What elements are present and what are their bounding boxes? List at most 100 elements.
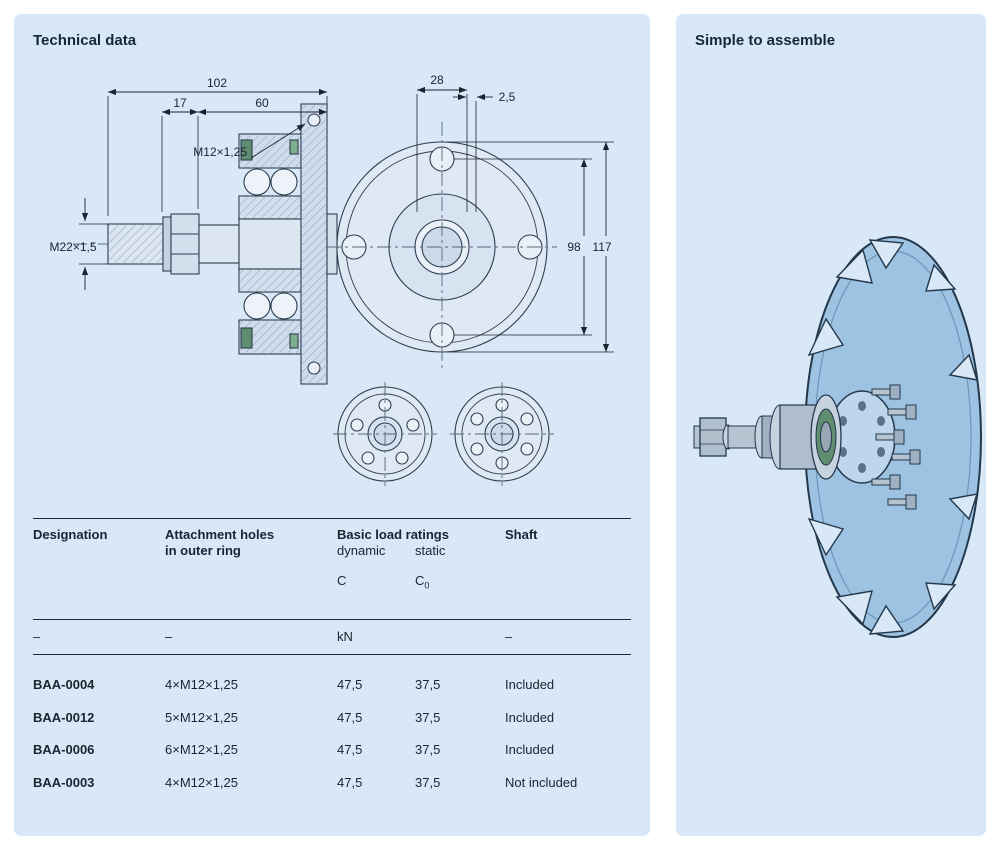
shaft-thread-label: M22×1,5 <box>49 240 96 254</box>
mounting-bolt <box>871 474 901 490</box>
cell-attachment-holes: 6×M12×1,25 <box>165 742 239 758</box>
dim-98-label: 98 <box>567 240 581 254</box>
bearing-ball <box>243 292 271 320</box>
disc-notch <box>807 317 845 357</box>
attachment-thread-label: M12×1,25 <box>193 145 247 159</box>
assembly-illustration <box>693 236 982 638</box>
plate-bolt-hole <box>877 447 885 457</box>
header-c-dynamic: C <box>337 573 347 588</box>
cell-designation: BAA-0004 <box>33 677 95 693</box>
table-rule-units <box>33 654 631 655</box>
unit-shaft: – <box>505 629 513 644</box>
header-static: static <box>415 543 446 558</box>
seal <box>240 327 253 349</box>
mounting-bolts <box>871 384 921 510</box>
cell-shaft: Included <box>505 677 555 693</box>
hub-unit-cross-section: 102 17 60 M12×1,25 M22×1,5 <box>49 76 348 385</box>
header-shaft: Shaft <box>505 527 538 542</box>
header-attachment-holes: Attachment holes in outer ring <box>165 527 275 558</box>
table-header: Designation Attachment holes in outer ri… <box>33 519 631 619</box>
disc-notch <box>868 604 905 635</box>
flange-front-view: 28 2,5 98 117 <box>327 73 620 372</box>
table-row: BAA-0004 4×M12×1,25 47,5 37,5 Included <box>33 669 631 702</box>
cell-designation: BAA-0003 <box>33 774 95 790</box>
hex-nut <box>699 417 727 457</box>
technical-data-panel: Technical data <box>14 14 650 836</box>
plate-bolt-hole <box>839 416 847 426</box>
bearing-ball <box>243 168 271 196</box>
mounting-bolt <box>887 494 917 510</box>
cell-attachment-holes: 5×M12×1,25 <box>165 709 239 725</box>
plate-bolt-hole <box>877 416 885 426</box>
assembly-panel: Simple to assemble <box>676 14 986 836</box>
seal <box>240 139 253 161</box>
table-row: BAA-0006 6×M12×1,25 47,5 37,5 Included <box>33 734 631 767</box>
shaft-section <box>198 224 240 264</box>
seal <box>289 139 299 155</box>
header-designation: Designation <box>33 527 108 542</box>
table-body: BAA-0004 4×M12×1,25 47,5 37,5 Included B… <box>33 655 631 799</box>
unit-load: kN <box>337 629 353 644</box>
collar <box>162 216 172 272</box>
plate-bolt-hole <box>858 401 866 411</box>
cell-dynamic: 47,5 <box>337 709 363 725</box>
attachment-hole <box>307 113 321 127</box>
cell-static: 37,5 <box>415 709 441 725</box>
mounting-bolt <box>871 384 901 400</box>
spindle-sleeve <box>238 218 302 270</box>
right-panel-title: Simple to assemble <box>695 32 836 49</box>
dim-60-label: 60 <box>255 96 269 110</box>
cell-dynamic: 47,5 <box>337 677 363 693</box>
disc-notch <box>868 239 905 270</box>
cell-static: 37,5 <box>415 677 441 693</box>
cell-shaft: Not included <box>505 774 578 790</box>
table-row: BAA-0012 5×M12×1,25 47,5 37,5 Included <box>33 702 631 735</box>
disc-notch <box>925 263 957 292</box>
units-row: – – kN – <box>33 620 631 654</box>
bore <box>820 421 832 453</box>
header-load-ratings-group: Basic load ratings dynamic static C C0 <box>337 527 505 619</box>
dim-17-label: 17 <box>173 96 187 110</box>
cell-designation: BAA-0012 <box>33 709 95 725</box>
thread-hatch <box>108 224 163 264</box>
dim-2-5-label: 2,5 <box>499 90 516 104</box>
mounting-bolt <box>887 404 917 420</box>
table-row: BAA-0003 4×M12×1,25 47,5 37,5 Not includ… <box>33 767 631 800</box>
thread-tip <box>693 425 701 449</box>
flange-5-hole-view <box>333 382 437 486</box>
plate-bolt-hole <box>858 463 866 473</box>
bearing-ball <box>270 292 298 320</box>
disc-notch <box>835 248 873 284</box>
hex-section <box>170 213 200 275</box>
attachment-thread-leader <box>250 123 306 159</box>
left-panel-title: Technical data <box>33 32 137 49</box>
unit-static <box>415 629 505 645</box>
disc-notch <box>948 353 979 381</box>
technical-data-table: Designation Attachment holes in outer ri… <box>33 518 631 799</box>
cell-shaft: Included <box>505 709 555 725</box>
dim-28-label: 28 <box>430 73 444 87</box>
mounting-bolt <box>891 449 921 465</box>
cell-shaft: Included <box>505 742 555 758</box>
pilot <box>326 213 338 275</box>
header-dynamic: dynamic <box>337 543 386 558</box>
mounting-bolt <box>875 429 905 445</box>
table-rule-top <box>33 518 631 519</box>
cell-attachment-holes: 4×M12×1,25 <box>165 677 239 693</box>
cell-static: 37,5 <box>415 774 441 790</box>
unit-designation: – <box>33 629 41 644</box>
seal <box>289 333 299 349</box>
flange-6-hole-view <box>450 382 554 486</box>
header-load-ratings: Basic load ratings <box>337 527 449 542</box>
cell-dynamic: 47,5 <box>337 774 363 790</box>
unit-attachment: – <box>165 629 173 644</box>
dim-102-label: 102 <box>207 76 227 90</box>
disc-notch <box>807 517 845 557</box>
attachment-hole <box>307 361 321 375</box>
cell-static: 37,5 <box>415 742 441 758</box>
technical-drawings: 102 17 60 M12×1,25 M22×1,5 <box>49 73 620 486</box>
hub-assembly <box>693 394 842 480</box>
cell-designation: BAA-0006 <box>33 742 95 758</box>
disc-notch <box>925 582 957 611</box>
disc-notch <box>835 590 873 626</box>
